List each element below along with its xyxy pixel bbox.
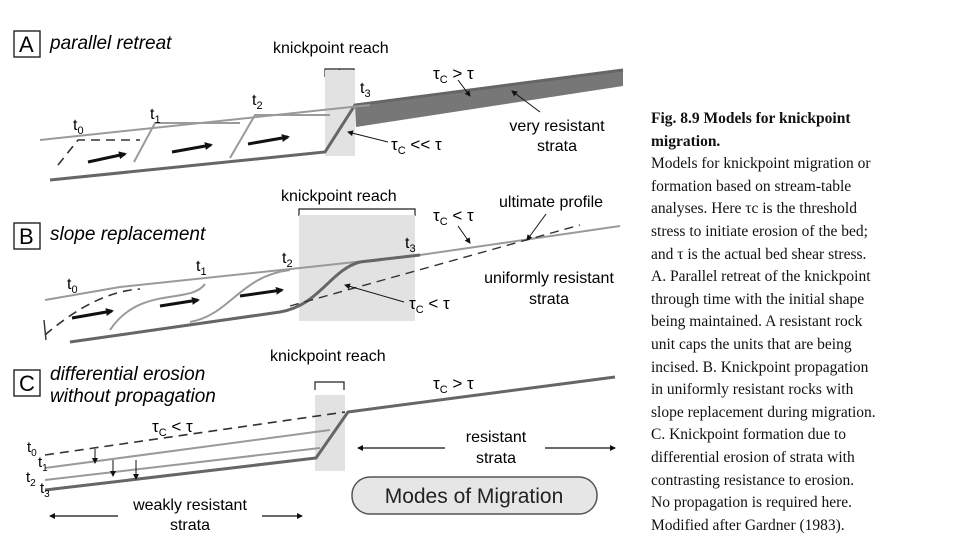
panel-a-t1-profile [133,122,240,163]
caption-line: C. Knickpoint formation due to [651,426,847,444]
panel-b-ultimate-leader [526,213,547,241]
panel-a-t0-profile [57,139,140,166]
panel-b-ultimate-label: ultimate profile [499,194,603,211]
panel-c-current-profile [44,375,616,492]
caption-line: slope replacement during migration. [651,403,876,421]
panel-b-reach-label: knickpoint reach [281,188,397,205]
panel-b-flow-arrow-2 [159,296,200,308]
panel-b-reach-zone [299,215,415,321]
panel-c-letter: C [19,371,35,396]
caption-line: unit caps the units that are being [651,335,852,353]
panel-b-tau-top-leader [457,225,471,244]
caption-line: Models for knickpoint migration or [651,155,871,173]
panel-b-strata-line-2: strata [529,291,569,308]
panel-a-flow-arrow-2 [171,142,213,154]
panel-a-tau-mid-leader [347,130,389,143]
panel-a-tau-mid: τC << τ [391,135,442,157]
panel-b-flow-arrow-3 [239,286,284,298]
panel-c-t2-profile [44,447,321,481]
panel-c-t3-label: t3 [40,480,50,500]
panel-b-letter: B [19,224,34,249]
panel-a-strata-line-2: strata [537,138,577,155]
figure-caption: Fig. 8.9 Models for knickpoint migration… [651,108,951,537]
panel-a-strata-line-1: very resistant [509,118,605,135]
caption-line: formation based on stream-table [651,177,852,195]
modes-of-migration-button-bg[interactable] [351,476,598,515]
caption-line: through time with the initial shape [651,290,865,308]
panel-c-title-line-1: differential erosion [50,364,205,385]
panel-b-tau-mid-leader [344,283,405,303]
panel-c-letter-box [13,369,41,397]
panel-a-t2-profile [229,114,330,159]
panel-b-flow-arrow-1 [71,308,114,320]
modes-of-migration-button[interactable]: Modes of Migration [351,476,598,515]
panel-c-t0-profile [44,411,346,456]
panel-b-t1-label: t1 [196,258,207,278]
panel-b-t0-label: t0 [67,276,78,296]
panel-a-letter: A [19,32,34,57]
panel-b-title: slope replacement [50,224,206,245]
panel-b-letter-box [13,222,41,250]
panel-b-tau-top: τC < τ [433,206,474,228]
caption-line: being maintained. A resistant rock [651,313,863,331]
panel-c-reach-bracket [314,381,345,390]
panel-c-right-strata-line-1: resistant [466,429,527,446]
panel-b-current-profile [69,253,421,344]
panel-a-tau-top: τC > τ [433,64,474,86]
panel-b-t3-label: t3 [405,235,416,255]
panel-a-upper-profile [39,104,371,141]
caption-line: incised. B. Knickpoint propagation [651,358,869,376]
panel-b-left-tick [43,319,47,341]
panel-c: C differential erosion without propagati… [13,348,616,534]
panel-a-flow-arrow-1 [87,151,127,164]
panel-c-tau-top: τC > τ [433,374,474,396]
panel-a-reach-label: knickpoint reach [273,40,389,57]
knickpoint-diagram: A parallel retreat knickpoint reach t0 t… [13,30,624,534]
panel-a-flow-arrow-3 [247,134,290,146]
caption-title-line-2: migration. [651,132,721,150]
caption-line: and τ is the actual bed shear stress. [651,245,867,263]
panel-b-t2-profile [189,269,291,323]
caption-line: A. Parallel retreat of the knickpoint [651,268,871,286]
panel-a-strata-leader [511,90,541,113]
panel-c-left-strata-line-1: weakly resistant [132,497,247,514]
modes-of-migration-button-label[interactable]: Modes of Migration [385,485,564,508]
caption-line: Modified after Gardner (1983). [651,516,845,534]
panel-c-t0-label: t0 [27,439,37,459]
panel-b: B slope replacement knickpoint reach t0 … [13,188,621,344]
panel-a-current-profile [49,68,624,182]
panel-c-tau-mid: τC < τ [152,417,193,439]
panel-a-t2-label: t2 [252,92,263,112]
panel-c-reach-zone [315,395,345,471]
panel-c-left-strata-line-2: strata [170,517,210,534]
caption-line: differential erosion of strata with [651,448,855,466]
panel-a-t3-label: t3 [360,80,371,100]
panel-b-t0-profile [44,288,141,336]
panel-a-t0-label: t0 [73,117,84,137]
panel-c-right-strata-line-2: strata [476,450,516,467]
caption-line: No propagation is required here. [651,494,853,512]
panel-a: A parallel retreat knickpoint reach t0 t… [13,30,624,182]
panel-a-t1-label: t1 [150,106,161,126]
panel-a-tau-top-leader [457,79,471,97]
panel-a-title: parallel retreat [49,33,172,54]
caption-line: analyses. Here τc is the threshold [651,200,857,218]
caption-line: in uniformly resistant rocks with [651,381,854,399]
panel-b-t2-label: t2 [282,250,293,270]
caption-line: stress to initiate erosion of the bed; [651,222,868,240]
panel-a-resistant-cap [355,70,623,127]
caption-title-line-1: Fig. 8.9 Models for knickpoint [651,110,851,127]
panel-b-ultimate-profile [289,224,581,307]
panel-b-tau-mid: τC < τ [409,294,450,316]
panel-b-strata-line-1: uniformly resistant [484,270,614,287]
panel-a-letter-box [13,30,41,58]
panel-b-t1-profile [109,283,206,331]
panel-b-initial-surface [44,225,621,301]
panel-b-reach-bracket [298,208,416,216]
panel-c-t1-label: t1 [38,454,48,474]
panel-c-reach-label: knickpoint reach [270,348,386,365]
panel-c-t2-label: t2 [26,469,36,489]
caption-line: contrasting resistance to erosion. [651,471,855,489]
panel-c-title-line-2: without propagation [50,386,216,407]
